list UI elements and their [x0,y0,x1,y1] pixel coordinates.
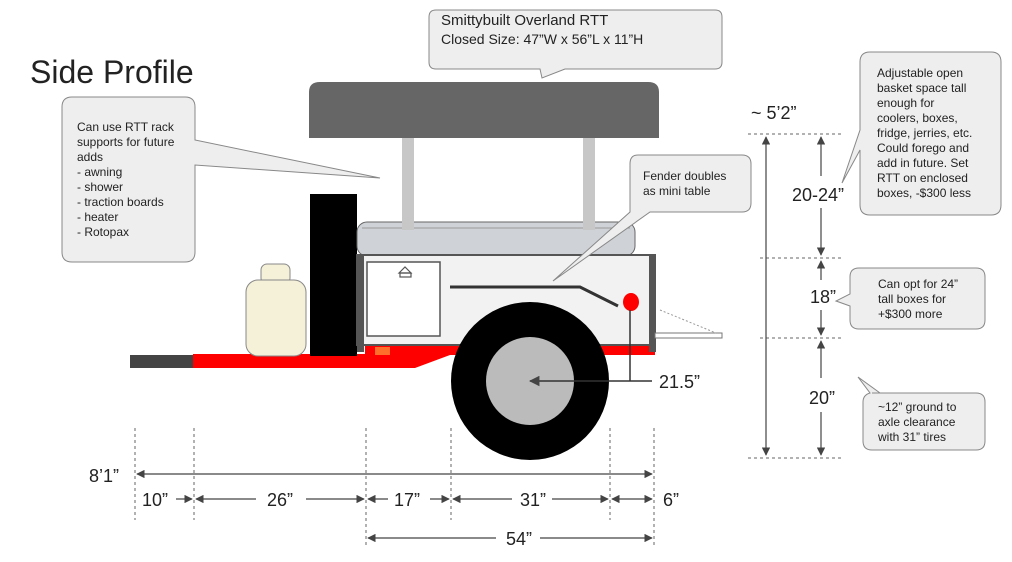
boxes-callout-line: +$300 more [878,307,943,321]
jerry-dim-label: 26” [267,490,293,510]
roof-top-tent [309,82,659,138]
tongue-bar [130,355,193,368]
basket-callout-line: coolers, boxes, [877,111,958,125]
rear-post [649,255,656,352]
rack-callout-line: - shower [77,180,123,194]
clearance-callout-line: axle clearance [878,415,956,429]
rear-bar [654,332,723,339]
rear-dim-label: 6” [663,490,679,510]
vertical-guides [748,133,842,459]
storage-board [310,194,357,356]
page-title: Side Profile [30,54,194,90]
fender [450,285,619,308]
basket-callout-line: RTT on enclosed [877,171,968,185]
tire-dim-label: 31” [520,490,546,510]
clearance-callout [857,376,986,451]
rack-callout-line: Can use RTT rack [77,120,175,134]
basket-callout-line: add in future. Set [877,156,969,170]
side-marker-light [375,347,390,355]
rack-callout-line: adds [77,150,103,164]
fender-callout [552,154,752,282]
clearance-callout-line: ~12” ground to [878,400,957,414]
rack-callout-line: - traction boards [77,195,164,209]
boxes-callout [834,267,986,330]
rack-callout-text: Can use RTT rack supports for future add… [77,120,175,239]
basket-callout-line: fridge, jerries, etc. [877,126,972,140]
horizontal-guides [134,428,655,545]
clearance-callout-line: with 31” tires [877,430,946,444]
front-post [357,255,364,352]
bed-length-label: 54” [506,529,532,549]
rtt-callout [428,9,723,79]
rack-callout-line: - heater [77,210,118,224]
basket-callout-text: Adjustable open basket space tall enough… [877,66,972,200]
basket-callout [841,51,1002,216]
boxes-callout-line: Can opt for 24” [878,277,958,291]
rtt-callout-line1: Smittybuilt Overland RTT [441,12,608,29]
basket-callout-line: Could forego and [877,141,969,155]
storage-door [366,261,441,337]
box-height-label: 18” [810,287,836,307]
total-height-label: ~ 5’2” [751,103,797,123]
basket-callout-line: Adjustable open [877,66,963,80]
rack-callout [61,96,381,263]
basket-callout-line: enough for [877,96,934,110]
tail-light [623,293,639,311]
basket-callout-line: boxes, -$300 less [877,186,971,200]
fender-callout-line: Fender doubles [643,169,726,183]
ground-height-label: 20” [809,388,835,408]
wheel-radius-label: 21.5” [659,372,700,392]
rack-callout-line: supports for future [77,135,175,149]
rack-post-left [402,138,414,230]
tongue-dim-label: 10” [142,490,168,510]
rack-callout-line: - awning [77,165,122,179]
basket-callout-line: basket space tall [877,81,966,95]
jerry-can [245,279,307,357]
rack-callout-line: - Rotopax [77,225,129,239]
front-dim-label: 17” [394,490,420,510]
overall-length-label: 8’1” [89,466,119,486]
rtt-callout-line2: Closed Size: 47”W x 56”L x 11”H [441,31,643,47]
rack-post-right [583,138,595,230]
boxes-callout-line: tall boxes for [878,292,946,306]
fender-callout-line: as mini table [643,184,711,198]
basket-height-label: 20-24” [792,185,844,205]
